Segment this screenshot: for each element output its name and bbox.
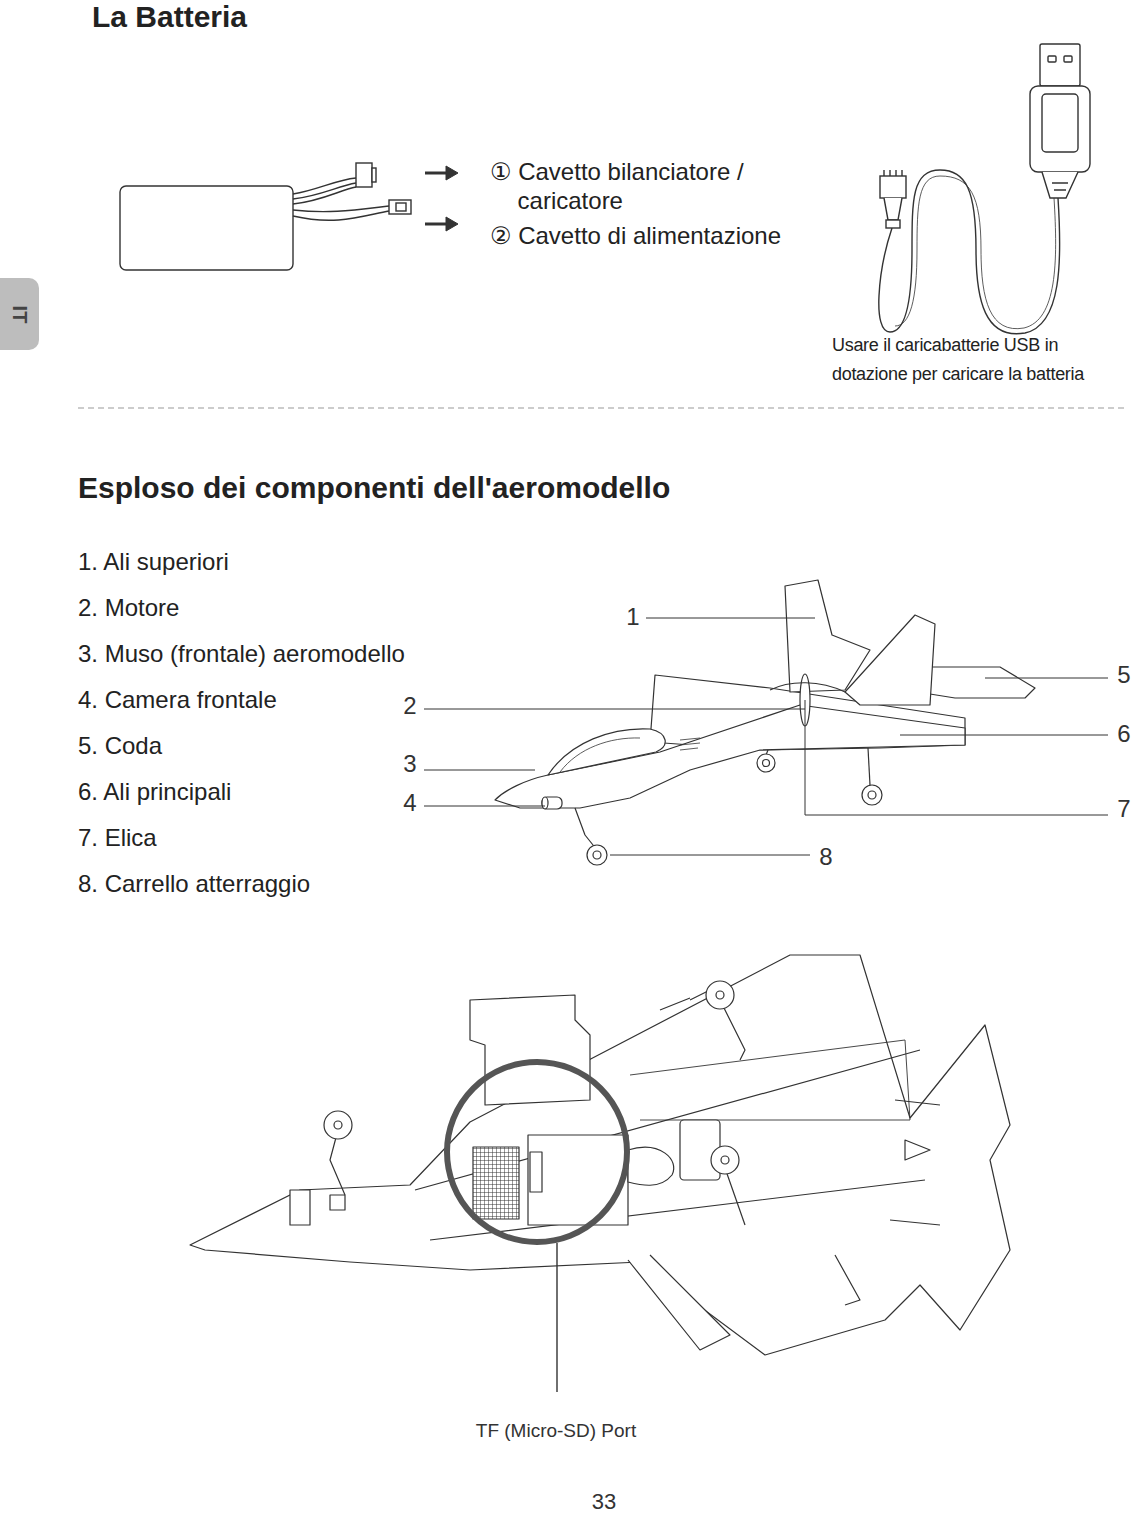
leader-line	[424, 618, 1108, 855]
aircraft-bottom-view	[190, 955, 1010, 1355]
part-list-item: 4. Camera frontale	[78, 686, 277, 715]
callout-number: 1	[626, 603, 639, 632]
part-list-item: 5. Coda	[78, 732, 162, 761]
port-label: TF (Micro-SD) Port	[476, 1420, 636, 1443]
callout-number: 5	[1117, 661, 1130, 690]
aircraft-side-view	[495, 580, 1035, 865]
part-list-item: 1. Ali superiori	[78, 548, 229, 577]
language-tab: IT	[0, 278, 39, 350]
part-list-item: 2. Motore	[78, 594, 179, 623]
separator-line	[78, 407, 1128, 408]
part-list-item: 8. Carrello atterraggio	[78, 870, 310, 899]
part-label: ① Cavetto bilanciatore / caricatore	[490, 158, 818, 216]
page-title: La Batteria	[92, 0, 247, 33]
callout-number: 4	[403, 789, 416, 818]
page-number: 33	[592, 1490, 616, 1514]
part-list-item: 6. Ali principali	[78, 778, 231, 807]
tab-label: IT	[8, 305, 31, 323]
part-list-item: 7. Elica	[78, 824, 157, 853]
battery-drawing	[120, 163, 411, 270]
part-label: ② Cavetto di alimentazione	[490, 222, 781, 251]
leader-line	[556, 1243, 557, 1392]
highlight-circle	[447, 1062, 627, 1242]
section-heading: Esploso dei componenti dell'aeromodello	[78, 470, 670, 506]
callout-number: 3	[403, 750, 416, 779]
usb-charger-drawing	[879, 44, 1090, 334]
part-list-item: 3. Muso (frontale) aeromodello	[78, 640, 405, 669]
callout-number: 2	[403, 692, 416, 721]
arrow-symbol	[425, 166, 458, 231]
callout-number: 7	[1117, 795, 1130, 824]
callout-number: 6	[1117, 720, 1130, 749]
note-text: Usare il caricabatterie USB in dotazione…	[832, 331, 1132, 389]
callout-number: 8	[819, 843, 832, 872]
